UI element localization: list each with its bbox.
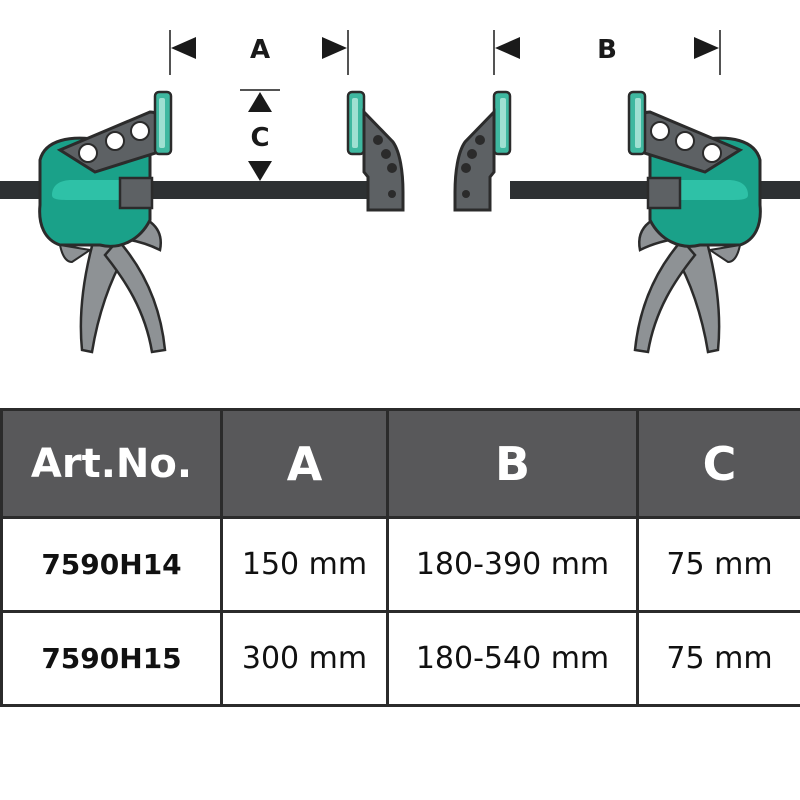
cell-b: 180-540 mm — [386, 610, 639, 707]
table-header-row: Art.No. A B C — [0, 408, 800, 519]
cell-b: 180-390 mm — [386, 516, 639, 613]
dimension-arrow-icon — [493, 30, 721, 75]
dimension-arrow-icon — [169, 30, 349, 75]
cell-c: 75 mm — [636, 516, 800, 613]
table-row: 7590H14 150 mm 180-390 mm 75 mm — [0, 516, 800, 613]
header-a: A — [220, 408, 389, 519]
table-row: 7590H15 300 mm 180-540 mm 75 mm — [0, 610, 800, 707]
header-art-no: Art.No. — [0, 408, 223, 519]
dimension-c-label: C — [250, 123, 269, 153]
clamp-diagram: A C B — [0, 30, 800, 354]
header-b: B — [386, 408, 639, 519]
clamp-right-icon — [453, 90, 800, 354]
dimension-a-label: A — [250, 35, 270, 65]
spec-table: Art.No. A B C 7590H14 150 mm 180-390 mm … — [0, 408, 800, 707]
dimension-arrow-icon — [240, 89, 280, 181]
clamp-left-icon — [0, 90, 405, 354]
cell-c: 75 mm — [636, 610, 800, 707]
cell-a: 150 mm — [220, 516, 389, 613]
header-c: C — [636, 408, 800, 519]
dimension-b-label: B — [597, 35, 617, 65]
cell-a: 300 mm — [220, 610, 389, 707]
cell-art-no: 7590H15 — [0, 610, 223, 707]
cell-art-no: 7590H14 — [0, 516, 223, 613]
